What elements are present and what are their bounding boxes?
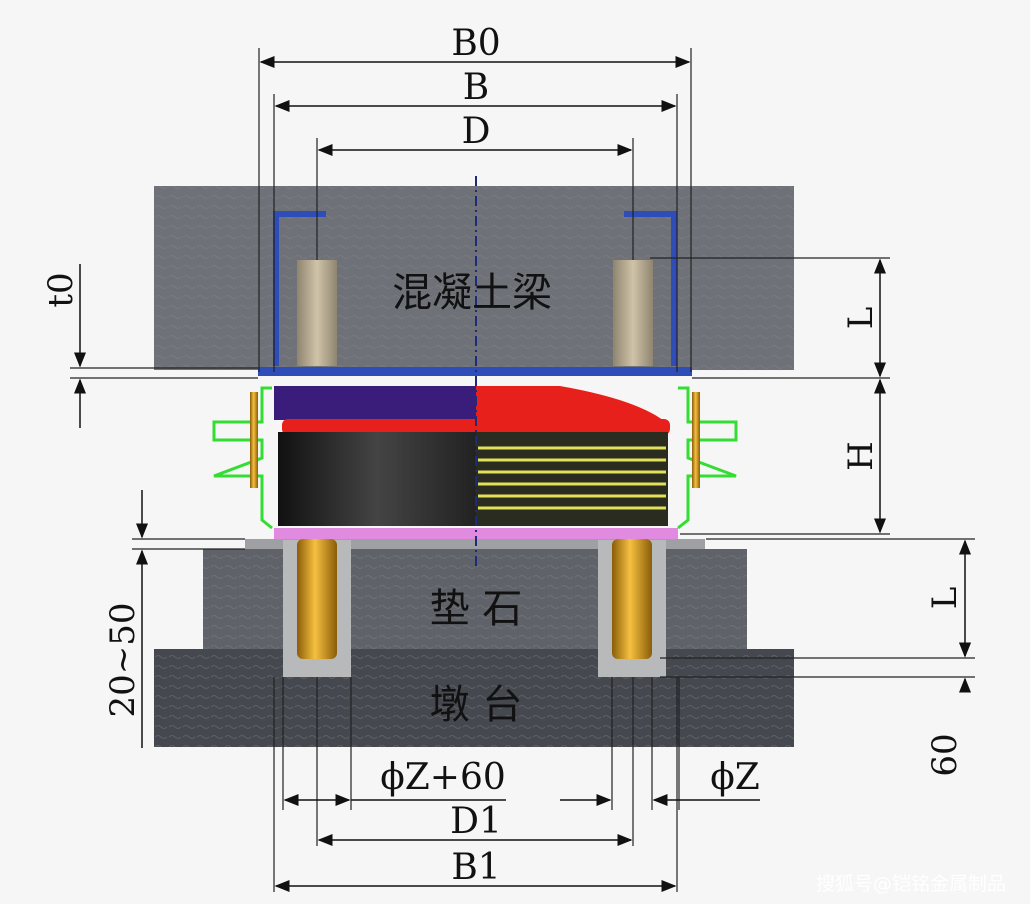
watermark: 搜狐号@铠铭金属制品 — [816, 873, 1006, 895]
label-pad-stone: 垫 石 — [430, 586, 523, 632]
side-bolt-left — [250, 392, 258, 488]
dim-60: 60 — [925, 733, 965, 776]
top-anchor-right — [613, 211, 677, 366]
dim-L-top: L — [841, 307, 881, 330]
dim-t0: t0 — [41, 272, 81, 307]
anchor-bolt-left — [297, 539, 337, 659]
anchor-bolt-right — [612, 539, 652, 659]
dim-phiZ: ϕZ — [710, 757, 760, 798]
steel-layers — [478, 446, 666, 510]
top-anchor-left — [273, 211, 337, 366]
label-pier: 墩 台 — [430, 682, 523, 728]
concrete-beam — [154, 186, 794, 370]
dim-B: B — [463, 67, 489, 108]
dim-H: H — [841, 441, 881, 471]
lower-steel-plate — [274, 528, 678, 539]
green-outline — [212, 386, 738, 530]
dim-B1: B1 — [451, 847, 500, 888]
upper-bearing-plate — [274, 386, 670, 435]
extension-lines — [70, 48, 975, 892]
pier — [154, 649, 794, 747]
dimension-lines — [74, 56, 971, 892]
side-bolt-right — [692, 392, 700, 488]
label-concrete-beam: 混凝土梁 — [392, 270, 552, 316]
dim-20-50: 20~50 — [103, 602, 143, 717]
dim-phiZ60: ϕZ+60 — [380, 757, 506, 798]
rubber-core — [278, 432, 668, 526]
dim-D: D — [462, 111, 491, 152]
dim-B0: B0 — [451, 23, 500, 64]
dim-L-bottom: L — [925, 587, 965, 610]
dim-D1: D1 — [450, 801, 502, 842]
